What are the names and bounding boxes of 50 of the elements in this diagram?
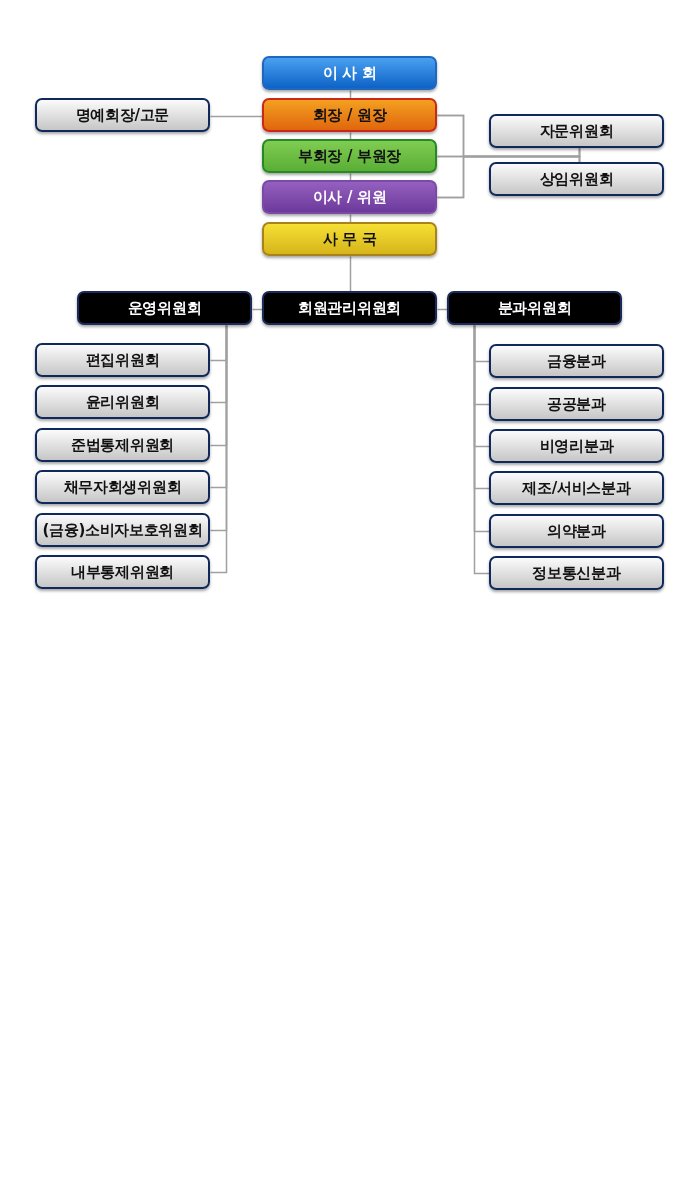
org-box — [489, 162, 664, 196]
box-label: 이 사 회 — [322, 63, 377, 83]
box-label: 채무자회생위원회 — [63, 477, 182, 497]
org-box — [262, 98, 437, 132]
connector-line — [436, 155, 581, 199]
box-label: 부회장 / 부원장 — [297, 146, 402, 166]
org-box — [35, 555, 210, 589]
box-label: 공공분과 — [547, 394, 606, 414]
box-label: 제조/서비스분과 — [522, 478, 631, 498]
box-label: 비영리분과 — [539, 436, 614, 456]
connector-line — [473, 324, 491, 575]
org-box — [35, 470, 210, 504]
org-box — [489, 114, 664, 148]
connector-line — [349, 255, 352, 293]
org-box — [489, 387, 664, 421]
box-label: 금융분과 — [547, 351, 606, 371]
org-box — [262, 56, 437, 90]
connector-line — [209, 115, 264, 118]
box-label: 명예회장/고문 — [75, 105, 170, 125]
org-box — [489, 344, 664, 378]
box-label: 자문위원회 — [539, 121, 614, 141]
org-box — [35, 98, 210, 132]
org-box — [447, 291, 622, 325]
org-box — [35, 428, 210, 462]
box-label: 편집위원회 — [85, 350, 160, 370]
org-box — [489, 471, 664, 505]
box-label: 사 무 국 — [322, 229, 377, 249]
box-label: 회장 / 원장 — [312, 105, 387, 125]
box-label: (금융)소비자보호위원회 — [42, 520, 203, 540]
org-box — [489, 556, 664, 590]
box-label: 의약분과 — [547, 521, 606, 541]
box-label: 내부통제위원회 — [71, 562, 174, 582]
box-label: 상임위원회 — [539, 169, 614, 189]
org-box — [262, 180, 437, 214]
org-box — [489, 514, 664, 548]
org-box — [262, 291, 437, 325]
box-label: 준법통제위원회 — [71, 435, 174, 455]
org-box — [35, 513, 210, 547]
box-label: 운영위원회 — [127, 298, 202, 318]
org-box — [489, 429, 664, 463]
org-box — [35, 385, 210, 419]
org-box — [262, 139, 437, 173]
box-label: 이사 / 위원 — [312, 187, 387, 207]
org-box — [35, 343, 210, 377]
box-label: 분과위원회 — [497, 298, 572, 318]
box-label: 회원관리위원회 — [298, 298, 401, 318]
org-box — [77, 291, 252, 325]
org-box — [262, 222, 437, 256]
box-label: 정보통신분과 — [532, 563, 621, 583]
box-label: 윤리위원회 — [85, 392, 160, 412]
